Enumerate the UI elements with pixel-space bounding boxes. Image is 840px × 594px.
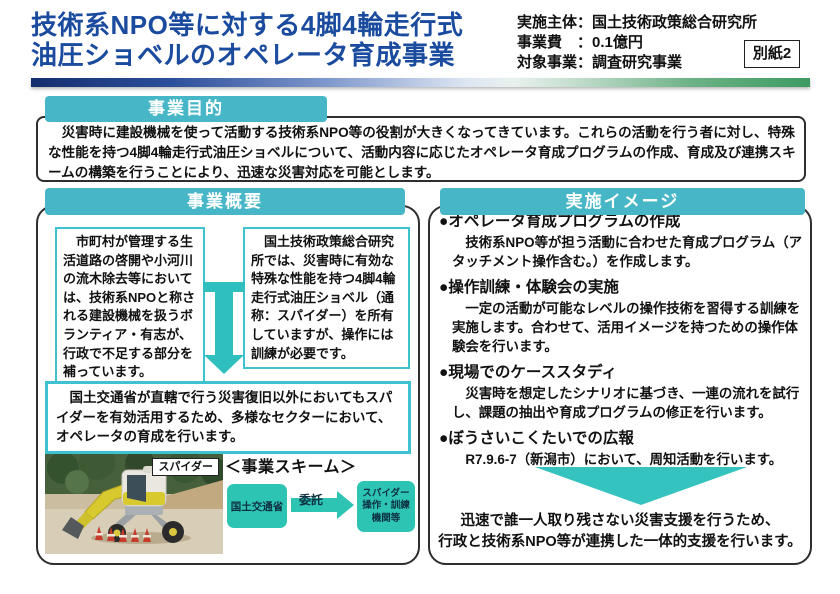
scheme-source-box: 国土交通省 bbox=[227, 484, 287, 528]
scheme-target-line3: 機関等 bbox=[371, 512, 401, 524]
overview-fact-box-left: 市町村が管理する生活道路の啓開や小河川の流木除去等においては、技術系NPOと称さ… bbox=[55, 227, 205, 388]
bullet-body: 災害時を想定したシナリオに基づき、一連の流れを試行し、課題の抽出や育成プログラム… bbox=[452, 386, 800, 420]
connector-stem bbox=[215, 282, 233, 356]
meta-implementer: 実施主体：国土技術政策総合研究所 bbox=[517, 14, 758, 31]
bullet-body: R7.9.6-7（新潟市）において、周知活動を行います。 bbox=[452, 452, 783, 467]
section-purpose: 事業目的 災害時に建設機械を使って活動する技術系NPO等の役割が大きくなってきて… bbox=[36, 96, 806, 182]
page-title-line1: 技術系NPO等に対する4脚4輪走行式 bbox=[31, 10, 464, 40]
right-arrow-icon bbox=[337, 491, 354, 519]
scheme-target-line2: 操作・訓練 bbox=[362, 500, 410, 512]
purpose-tab: 事業目的 bbox=[45, 96, 327, 122]
scheme-arrow bbox=[291, 498, 337, 512]
bullet-heading: ●オペレータ育成プログラムの作成 bbox=[439, 213, 681, 230]
overview-fact-box-right: 国土技術政策総合研究所では、災害時に有効な特殊な性能を持つ4脚4輪走行式油圧ショ… bbox=[243, 227, 410, 370]
bullet-heading: ●操作訓練・体験会の実施 bbox=[439, 279, 619, 296]
implementation-list: ●オペレータ育成プログラムの作成 技術系NPO等が担う活動に合わせた育成プログラ… bbox=[439, 211, 805, 475]
scheme-target-box: スパイダー 操作・訓練 機関等 bbox=[357, 481, 415, 532]
meta-budget: 事業費 ：0.1億円 bbox=[517, 34, 643, 51]
overview-highlight-box: 国土交通省が直轄で行う災害復旧以外においてもスパイダーを有効活用するため、多様な… bbox=[45, 381, 411, 454]
page-title-line2: 油圧ショベルのオペレータ育成事業 bbox=[31, 40, 456, 70]
photo-caption-badge: スパイダー bbox=[152, 458, 219, 476]
impl-item-publicity: ●ぼうさいこくたいでの広報 R7.9.6-7（新潟市）において、周知活動を行いま… bbox=[439, 428, 805, 469]
implementation-tab: 実施イメージ bbox=[440, 188, 805, 215]
bullet-heading: ●現場でのケーススタディ bbox=[439, 364, 618, 381]
impl-item-program: ●オペレータ育成プログラムの作成 技術系NPO等が担う活動に合わせた育成プログラ… bbox=[439, 211, 805, 271]
appendix-badge: 別紙2 bbox=[744, 40, 800, 68]
conclusion-line2: 行政と技術系NPO等が連携した一体的支援を行います。 bbox=[438, 534, 802, 550]
scheme-heading: ＜事業スキーム＞ bbox=[225, 459, 357, 476]
bullet-heading: ●ぼうさいこくたいでの広報 bbox=[439, 430, 634, 447]
bullet-body: 一定の活動が可能なレベルの操作技術を習得する訓練を実施します。合わせて、活用イメ… bbox=[452, 301, 801, 354]
project-meta: 実施主体：国土技術政策総合研究所 事業費 ：0.1億円 対象事業：調査研究事業 bbox=[517, 13, 757, 73]
down-arrow-icon bbox=[204, 355, 244, 374]
conclusion-text: 迅速で誰一人取り残さない災害支援を行うため、 行政と技術系NPO等が連携した一体… bbox=[428, 511, 812, 553]
scheme-arrow-label: 委託 bbox=[298, 493, 323, 507]
bullet-body: 技術系NPO等が担う活動に合わせた育成プログラム（アタッチメント操作含む。）を作… bbox=[452, 235, 802, 269]
meta-target: 対象事業：調査研究事業 bbox=[517, 54, 683, 71]
overview-tab: 事業概要 bbox=[45, 188, 405, 215]
page-title: 技術系NPO等に対する4脚4輪走行式 油圧ショベルのオペレータ育成事業 bbox=[31, 10, 501, 70]
section-overview: 事業概要 市町村が管理する生活道路の啓開や小河川の流木除去等においては、技術系N… bbox=[36, 188, 420, 565]
impl-item-casestudy: ●現場でのケーススタディ 災害時を想定したシナリオに基づき、一連の流れを試行し、… bbox=[439, 362, 805, 422]
purpose-frame bbox=[36, 116, 806, 182]
implementation-frame bbox=[428, 205, 812, 565]
section-implementation: 実施イメージ ●オペレータ育成プログラムの作成 技術系NPO等が担う活動に合わせ… bbox=[428, 188, 812, 565]
gradient-divider-bar bbox=[31, 78, 810, 87]
scheme-target-text: スパイダー 操作・訓練 機関等 bbox=[362, 488, 410, 526]
impl-item-training: ●操作訓練・体験会の実施 一定の活動が可能なレベルの操作技術を習得する訓練を実施… bbox=[439, 277, 805, 356]
spider-excavator-photo: スパイダー bbox=[45, 454, 223, 554]
purpose-body-text: 災害時に建設機械を使って活動する技術系NPO等の役割が大きくなってきています。こ… bbox=[48, 125, 796, 180]
scheme-target-line1: スパイダー bbox=[362, 487, 410, 499]
conclusion-line1: 迅速で誰一人取り残さない災害支援を行うため、 bbox=[460, 513, 780, 529]
